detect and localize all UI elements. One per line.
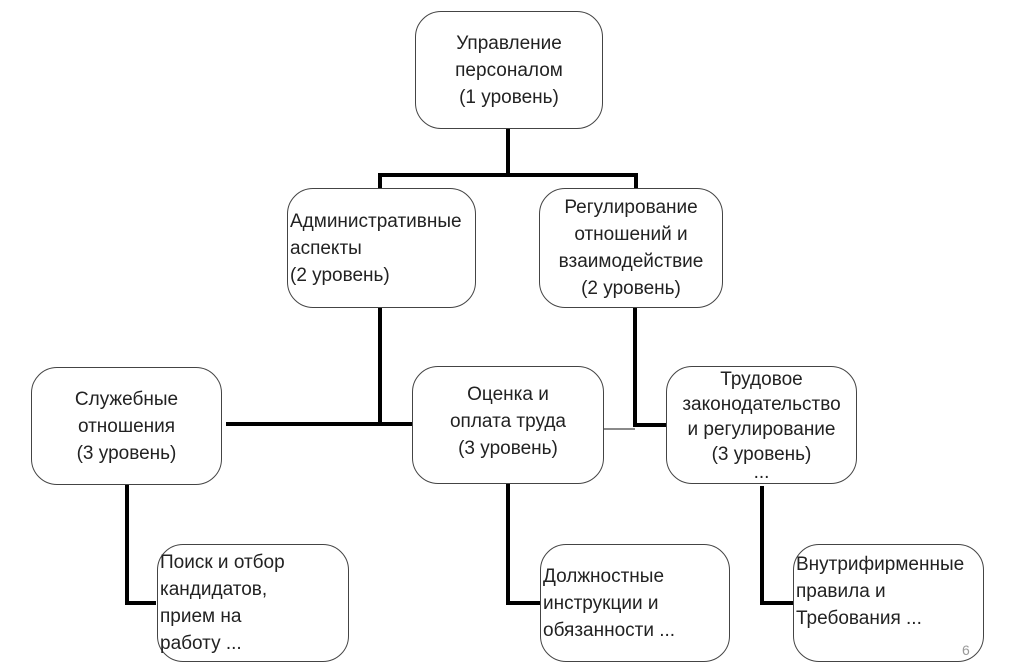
node-text: (3 уровень) xyxy=(458,438,558,459)
node-assessment: Оценка и оплата труда (3 уровень) xyxy=(412,366,604,484)
node-text: Регулирование xyxy=(564,197,698,218)
node-recruitment: Поиск и отбор кандидатов, прием на работ… xyxy=(157,544,349,662)
node-text: Административные xyxy=(290,210,462,232)
node-regulation: Регулирование отношений и взаимодействие… xyxy=(539,188,723,308)
node-service: Служебные отношения (3 уровень) xyxy=(31,367,222,485)
node-text: кандидатов, xyxy=(160,579,268,600)
node-text: Требования ... xyxy=(796,608,922,629)
node-root: Управление персоналом (1 уровень) xyxy=(415,11,603,129)
node-text: (2 уровень) xyxy=(290,264,390,286)
node-text: обязанности ... xyxy=(543,619,676,641)
node-text: аспекты xyxy=(290,237,362,259)
node-text: (2 уровень) xyxy=(581,278,681,299)
node-text: и регулирование xyxy=(687,419,836,440)
node-text: (3 уровень) xyxy=(76,442,177,464)
node-text: Служебные xyxy=(74,388,179,410)
node-text: инструкции и xyxy=(543,592,659,614)
node-internal-rules: Внутрифирменные правила и Требования ... xyxy=(793,544,984,662)
node-text: персоналом xyxy=(455,59,563,81)
edge-service-recruitment xyxy=(125,484,156,605)
node-text: (3 уровень) xyxy=(711,444,812,465)
node-ellipsis: ... xyxy=(753,462,770,483)
node-text: оплата труда xyxy=(449,411,566,432)
node-text: Оценка и xyxy=(467,384,549,405)
page-number: 6 xyxy=(962,642,970,658)
node-text: законодательство xyxy=(682,394,841,415)
node-text: взаимодействие xyxy=(558,251,704,272)
node-text: Управление xyxy=(456,32,562,54)
node-text: работу ... xyxy=(160,633,242,654)
node-text: Трудовое xyxy=(720,369,803,390)
node-text: Внутрифирменные xyxy=(796,554,965,575)
node-text: прием на xyxy=(160,606,242,627)
node-text: правила и xyxy=(796,581,886,602)
node-job-descriptions: Должностные инструкции и обязанности ... xyxy=(540,544,730,662)
node-text: Поиск и отбор xyxy=(160,552,285,573)
edge-assessment-jobdesc xyxy=(506,484,540,605)
node-labor-law: Трудовое законодательство и регулировани… xyxy=(666,366,857,484)
edge-regulation-labor xyxy=(633,308,668,427)
edge-root-level2 xyxy=(378,128,638,188)
edge-labor-internal xyxy=(760,486,796,605)
node-text: отношений и xyxy=(574,224,688,245)
node-text: (1 уровень) xyxy=(459,86,559,108)
node-admin: Административные аспекты (2 уровень) xyxy=(287,188,476,308)
edge-admin-level3 xyxy=(226,308,414,426)
node-text: отношения xyxy=(77,415,176,437)
node-text: Должностные xyxy=(543,565,665,587)
